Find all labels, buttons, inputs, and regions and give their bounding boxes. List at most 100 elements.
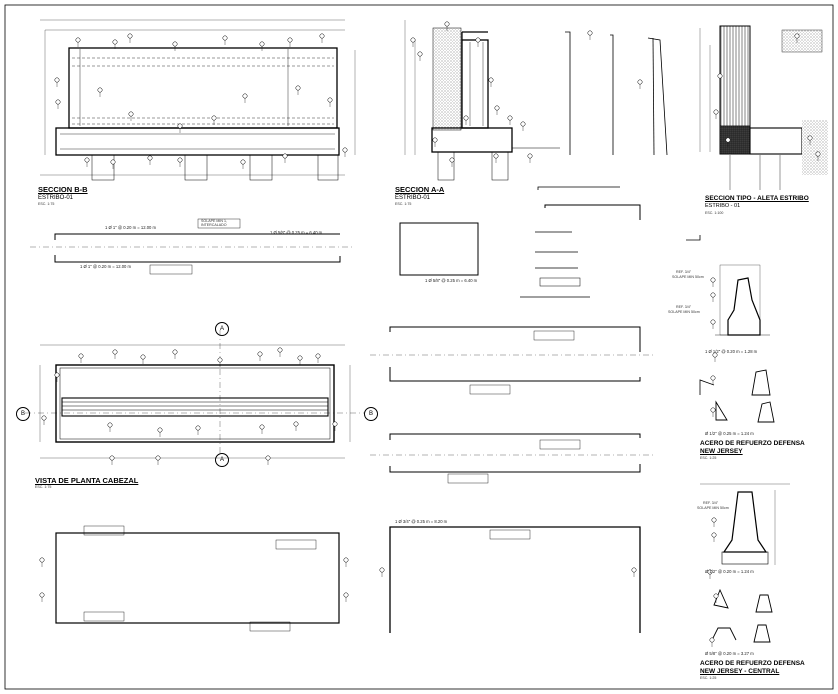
rebar-mark xyxy=(259,41,265,47)
scale-aa: ESC. 1:75 xyxy=(395,202,412,206)
rebar-mark xyxy=(75,37,81,43)
section-tipo-bar-marks xyxy=(713,33,821,161)
rebar-mark xyxy=(507,115,513,121)
rebar-mark xyxy=(332,421,338,427)
rebar-mark xyxy=(277,347,283,353)
rebar-mark xyxy=(710,375,716,381)
rebar-mark xyxy=(297,355,303,361)
rebar-mark xyxy=(710,319,716,325)
new-jersey-central-detail xyxy=(700,483,790,643)
rebar-mark xyxy=(327,97,333,103)
section-marker-a-bottom: A xyxy=(215,453,229,467)
bar-label-5: 1 Ø 3/4" @ 0.25 m = 8.20 m xyxy=(395,519,448,524)
rebar-mark xyxy=(725,137,731,143)
rebar-mark xyxy=(282,153,288,159)
rebar-mark xyxy=(259,424,265,430)
rebar-mark xyxy=(54,77,60,83)
new-jersey-detail xyxy=(699,264,775,423)
rebar-mark xyxy=(475,37,481,43)
section-tipo-drawing xyxy=(699,25,828,190)
rebar-mark xyxy=(97,87,103,93)
misc-bar-marks xyxy=(39,277,719,647)
bar-label-3: 1 Ø 1" @ 0.20 m = 12.00 m xyxy=(80,264,132,269)
rebar-mark xyxy=(240,159,246,165)
rebar-mark xyxy=(293,421,299,427)
section-marker-b-left: B xyxy=(16,407,30,421)
rebar-mark xyxy=(147,155,153,161)
rebar-mark xyxy=(265,455,271,461)
rebar-mark xyxy=(157,427,163,433)
title-nj: ACERO DE REFUERZO DEFENSA xyxy=(700,440,805,447)
title-seccion-tipo: SECCION TIPO - ALETA ESTRIBO xyxy=(705,195,809,202)
rebar-mark xyxy=(444,21,450,27)
rebar-mark xyxy=(711,532,717,538)
section-bb-bar-marks xyxy=(54,33,348,169)
rebar-mark xyxy=(717,73,723,79)
rebar-mark xyxy=(711,517,717,523)
rebar-mark xyxy=(55,99,61,105)
bar-label-7: Ø 1/2" @ 0.25 m = 1.24 m xyxy=(705,431,754,436)
rebar-mark xyxy=(343,557,349,563)
note-ref-3: REF. 3/4" xyxy=(703,501,719,505)
rebar-mark xyxy=(127,33,133,39)
rebar-mark xyxy=(815,151,821,157)
rebar-mark xyxy=(112,39,118,45)
title-vista-planta: VISTA DE PLANTA CABEZAL xyxy=(35,476,139,485)
scale-tipo: ESC. 1:100 xyxy=(705,211,724,215)
rebar-mark xyxy=(449,157,455,163)
scale-njc: ESC. 1:25 xyxy=(700,676,717,680)
rebar-mark xyxy=(432,137,438,143)
scale-planta: ESC. 1:75 xyxy=(35,485,52,489)
rebar-mark xyxy=(112,349,118,355)
rebar-mark xyxy=(109,455,115,461)
rebar-mark xyxy=(39,557,45,563)
rebar-mark xyxy=(712,352,718,358)
rebar-mark xyxy=(110,159,116,165)
plan-view-drawing xyxy=(25,330,365,459)
rebar-mark xyxy=(493,153,499,159)
rebar-mark xyxy=(379,567,385,573)
rebar-mark xyxy=(172,41,178,47)
subtitle-nj: NEW JERSEY xyxy=(700,448,743,455)
subtitle-estribo-bb: ESTRIBO-01 xyxy=(38,195,74,201)
rebar-mark xyxy=(527,153,533,159)
rebar-mark xyxy=(315,353,321,359)
rebar-mark xyxy=(807,135,813,141)
rebar-mark xyxy=(709,637,715,643)
stirrup-bottom-left xyxy=(55,525,340,632)
rebar-mark xyxy=(713,109,719,115)
rebar-mark xyxy=(177,123,183,129)
rebar-mark xyxy=(410,37,416,43)
scale-nj: ESC. 1:25 xyxy=(700,456,717,460)
stirrup-bottom-middle xyxy=(389,526,641,633)
bar-label-1: 1 Ø 1" @ 0.20 m = 12.00 m xyxy=(105,225,157,230)
section-bb-drawing xyxy=(40,19,356,181)
subtitle-estribo-aa: ESTRIBO-01 xyxy=(395,195,431,201)
rebar-mark xyxy=(295,85,301,91)
rebar-mark xyxy=(222,35,228,41)
rebar-mark xyxy=(78,353,84,359)
sheet-border xyxy=(4,4,834,690)
section-marker-a-top: A xyxy=(215,322,229,336)
bar-label-6: 1 Ø 1/2" @ 0.20 m = 1.28 m xyxy=(705,349,758,354)
note-ref-1: REF. 3/4" xyxy=(676,270,692,274)
subtitle-estribo-tipo: ESTRIBO - 01 xyxy=(705,203,741,209)
rebar-mark xyxy=(587,30,593,36)
plan-view-bar-marks xyxy=(41,347,338,465)
rebar-mark xyxy=(128,111,134,117)
scale-bb: ESC. 1:75 xyxy=(38,202,55,206)
rebar-mark xyxy=(211,115,217,121)
bar-label-2: 1 Ø 5/8" @ 0.25 m = 6.40 m xyxy=(270,230,323,235)
rebar-mark xyxy=(463,115,469,121)
note-solape-1: SOLAPE MIN 50cm xyxy=(672,275,704,279)
rebar-mark xyxy=(343,592,349,598)
rebar-mark xyxy=(631,567,637,573)
title-njc: ACERO DE REFUERZO DEFENSA xyxy=(700,660,805,667)
rebar-mark xyxy=(710,407,716,413)
bar-detail-left xyxy=(30,218,352,275)
subtitle-njc: NEW JERSEY - CENTRAL xyxy=(700,668,780,675)
rebar-mark xyxy=(257,351,263,357)
rebar-mark xyxy=(217,357,223,363)
note-solape-3: SOLAPE MIN 50cm xyxy=(697,506,729,510)
